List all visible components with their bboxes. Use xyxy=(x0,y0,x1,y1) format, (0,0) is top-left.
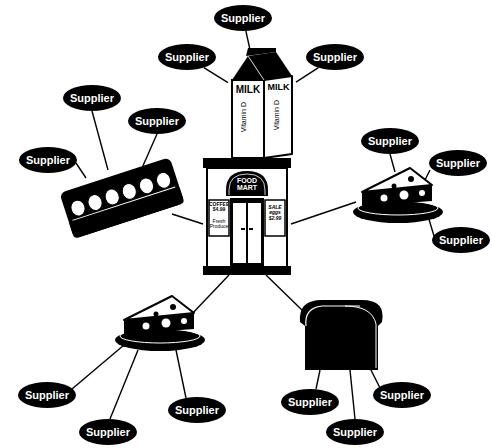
supplier-oval: Supplier xyxy=(429,150,487,176)
supplier-label: Supplier xyxy=(221,12,265,24)
product-text: FOOD MART xyxy=(229,177,265,192)
supplier-oval: Supplier xyxy=(281,389,339,415)
bread-loaf xyxy=(300,300,383,370)
supplier-oval: Supplier xyxy=(128,108,186,134)
supplier-label: Supplier xyxy=(86,426,130,438)
supplier-oval: Supplier xyxy=(214,5,272,31)
supplier-label: Supplier xyxy=(333,426,377,438)
supplier-oval: Supplier xyxy=(432,227,490,253)
supplier-label: Supplier xyxy=(313,51,357,63)
connector-line xyxy=(296,68,318,82)
product-text: SALE eggs $2.99 xyxy=(265,205,285,221)
supplier-label: Supplier xyxy=(70,92,114,104)
supplier-label: Supplier xyxy=(439,234,483,246)
supplier-oval: Supplier xyxy=(361,128,419,154)
product-text: MILK xyxy=(232,85,264,96)
product-text: Fresh Produce xyxy=(209,219,229,230)
supplier-label: Supplier xyxy=(135,115,179,127)
connector-line xyxy=(246,31,250,48)
cheese-wedge xyxy=(115,296,205,351)
supplier-label: Supplier xyxy=(175,404,219,416)
supplier-label: Supplier xyxy=(26,154,70,166)
supplier-label: Supplier xyxy=(288,396,332,408)
supplier-oval: Supplier xyxy=(168,397,226,423)
supplier-oval: Supplier xyxy=(63,85,121,111)
supplier-oval: Supplier xyxy=(306,44,364,70)
milk-carton: MILKMILK Vitamin D Vitamin D xyxy=(228,48,296,160)
product-text: Vitamin D xyxy=(273,100,280,130)
product-text: Vitamin D xyxy=(240,102,247,132)
milk-carton xyxy=(228,48,296,160)
supplier-label: Supplier xyxy=(380,389,424,401)
supplier-label: Supplier xyxy=(25,389,69,401)
supplier-oval: Supplier xyxy=(79,419,137,445)
supplier-oval: Supplier xyxy=(19,147,77,173)
supplier-label: Supplier xyxy=(436,157,480,169)
supplier-oval: Supplier xyxy=(158,44,216,70)
connector-line xyxy=(204,68,228,83)
supplier-label: Supplier xyxy=(165,51,209,63)
food-mart-store: FOOD MARTCOFFEE $4.99Fresh Produce SALE e… xyxy=(203,158,291,275)
product-text: COFFEE $4.99 xyxy=(209,202,229,213)
product-text: MILK xyxy=(265,83,292,92)
supplier-label: Supplier xyxy=(368,135,412,147)
supplier-oval: Supplier xyxy=(373,382,431,408)
egg-carton xyxy=(59,157,184,238)
supplier-oval: Supplier xyxy=(18,382,76,408)
supplier-oval: Supplier xyxy=(326,419,384,445)
cheese-wedge xyxy=(353,168,443,223)
